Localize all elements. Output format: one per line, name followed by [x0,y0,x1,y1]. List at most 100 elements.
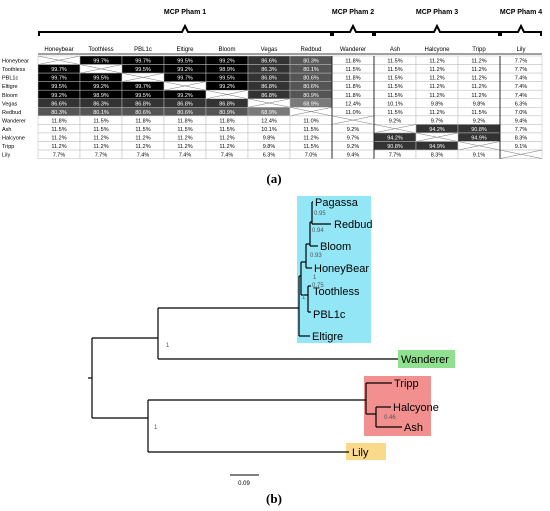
identity-value: 80.3% [303,59,319,65]
diagonal-mark [163,81,207,91]
identity-value: 11.5% [387,67,402,73]
diagonal-mark [373,124,417,134]
identity-value: 11.8% [51,118,66,124]
column-header: Honeybear [44,47,73,53]
identity-value: 11.2% [135,144,150,150]
support-value: 1 [154,425,158,431]
identity-value: 7.0% [305,153,318,159]
identity-value: 90.8% [387,144,403,150]
pham-group-label: MCP Pham 2 [332,9,374,16]
identity-value: 9.7% [347,136,360,142]
identity-value: 11.2% [303,136,318,142]
identity-value: 7.4% [515,76,528,82]
column-header: Wanderer [340,47,366,53]
column-header: Halcyone [424,47,450,53]
column-header: Tripp [472,47,486,53]
identity-value: 99.7% [135,59,151,65]
row-label: Eltigre [2,84,18,90]
identity-value: 98.9% [219,67,235,73]
identity-value: 68.9% [261,110,277,116]
identity-value: 7.7% [95,153,108,159]
identity-value: 12.4% [261,118,277,124]
identity-value: 11.2% [177,136,192,142]
identity-value: 86.8% [261,93,277,99]
identity-value: 11.5% [345,67,360,73]
pham1-clade-box [297,196,371,343]
identity-value: 11.2% [93,144,108,150]
identity-value: 99.5% [93,76,109,82]
identity-value: 7.4% [221,153,234,159]
identity-value: 80.1% [93,110,109,116]
row-label: Honeybear [2,59,29,65]
column-header: Lily [516,47,525,53]
pham2-clade-box [398,350,455,368]
identity-value: 99.2% [219,84,235,90]
identity-value: 86.8% [135,101,151,107]
pham-group-label: MCP Pham 1 [164,9,206,16]
identity-value: 9.8% [431,101,444,107]
row-label: Halcyone [2,136,25,142]
diagonal-mark [289,107,333,117]
identity-value: 11.8% [219,118,234,124]
identity-value: 11.2% [93,136,108,142]
diagonal-mark [79,64,123,74]
identity-value: 11.8% [177,118,192,124]
identity-value: 8.3% [431,153,444,159]
column-header: Eltigre [176,47,194,53]
identity-value: 86.8% [219,101,235,107]
identity-value: 11.2% [429,84,444,90]
row-label: Bloom [2,93,18,99]
identity-value: 80.9% [219,110,235,116]
identity-value: 86.6% [51,101,67,107]
pham3-clade-box [364,376,431,436]
identity-value: 80.3% [51,110,67,116]
identity-value: 11.2% [429,76,444,82]
identity-value: 11.2% [135,136,150,142]
panel-b-label: (b) [266,491,282,506]
pham-group-label: MCP Pham 4 [500,9,542,16]
identity-value: 11.5% [93,118,108,124]
identity-value: 6.3% [515,101,528,107]
identity-value: 7.7% [389,153,402,159]
identity-value: 86.8% [177,101,193,107]
row-label: Wanderer [2,118,26,124]
identity-value: 11.2% [177,144,192,150]
identity-value: 11.2% [429,59,444,65]
row-label: Redbud [2,110,21,116]
pham-bracket [38,23,332,36]
taxon-label-pbl1c: PBL1c [313,309,346,321]
identity-value: 11.8% [135,118,150,124]
identity-value: 6.3% [263,153,276,159]
identity-value: 11.5% [219,127,234,133]
identity-value: 86.6% [261,59,277,65]
identity-value: 99.5% [135,93,151,99]
identity-value: 90.8% [471,127,487,133]
identity-value: 99.2% [219,59,235,65]
identity-value: 9.1% [473,153,486,159]
identity-value: 9.7% [431,118,444,124]
taxon-label-redbud: Redbud [334,219,373,231]
identity-value: 11.2% [429,93,444,99]
diagonal-mark [415,132,459,142]
identity-value: 11.8% [345,59,360,65]
identity-value: 68.9% [303,101,319,107]
identity-value: 11.5% [51,127,66,133]
identity-value: 99.2% [51,93,67,99]
identity-value: 7.7% [53,153,66,159]
identity-value: 86.8% [261,76,277,82]
identity-value: 11.8% [345,84,360,90]
row-labels: HoneybearToothlessPBL1cEltigreBloomVegas… [2,59,29,159]
identity-value: 11.2% [429,67,444,73]
identity-value: 94.2% [387,136,403,142]
taxon-label-honeybear: HoneyBear [314,263,369,275]
pham-bracket [332,23,374,36]
identity-value: 99.7% [135,84,151,90]
support-value: 0.46 [384,415,396,421]
identity-value: 11.5% [303,144,318,150]
identity-value: 9.4% [347,153,360,159]
identity-value: 7.4% [515,84,528,90]
support-values: 0.95 0.94 0.93 1 0.75 1 1 1 0.46 [154,211,396,431]
